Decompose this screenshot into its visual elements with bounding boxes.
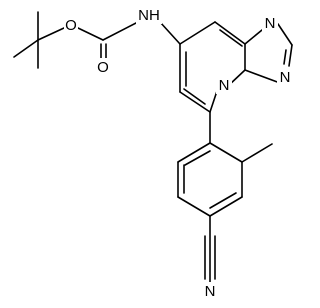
amide-n-bg [136, 6, 162, 24]
molecule-structure: O O NH N N N N [13, 6, 293, 300]
ether-oxygen-label: O [65, 17, 77, 34]
nitrile-n-label: N [205, 283, 216, 300]
nitrile-n-bg [202, 282, 218, 300]
ether-o-bg [64, 16, 78, 34]
triazole-n3-bg [262, 14, 278, 32]
bridgehead-n-bg [216, 76, 232, 94]
amide-nh-label: NH [138, 7, 160, 24]
bond-lines [13, 11, 293, 283]
triazole-n1-bg [277, 68, 293, 86]
triazole-n1-label: N [280, 69, 291, 86]
triazole-n3-label: N [265, 15, 276, 32]
bridgehead-n-label: N [219, 77, 230, 94]
carbonyl-o-bg [96, 58, 110, 76]
carbonyl-oxygen-label: O [97, 59, 109, 76]
